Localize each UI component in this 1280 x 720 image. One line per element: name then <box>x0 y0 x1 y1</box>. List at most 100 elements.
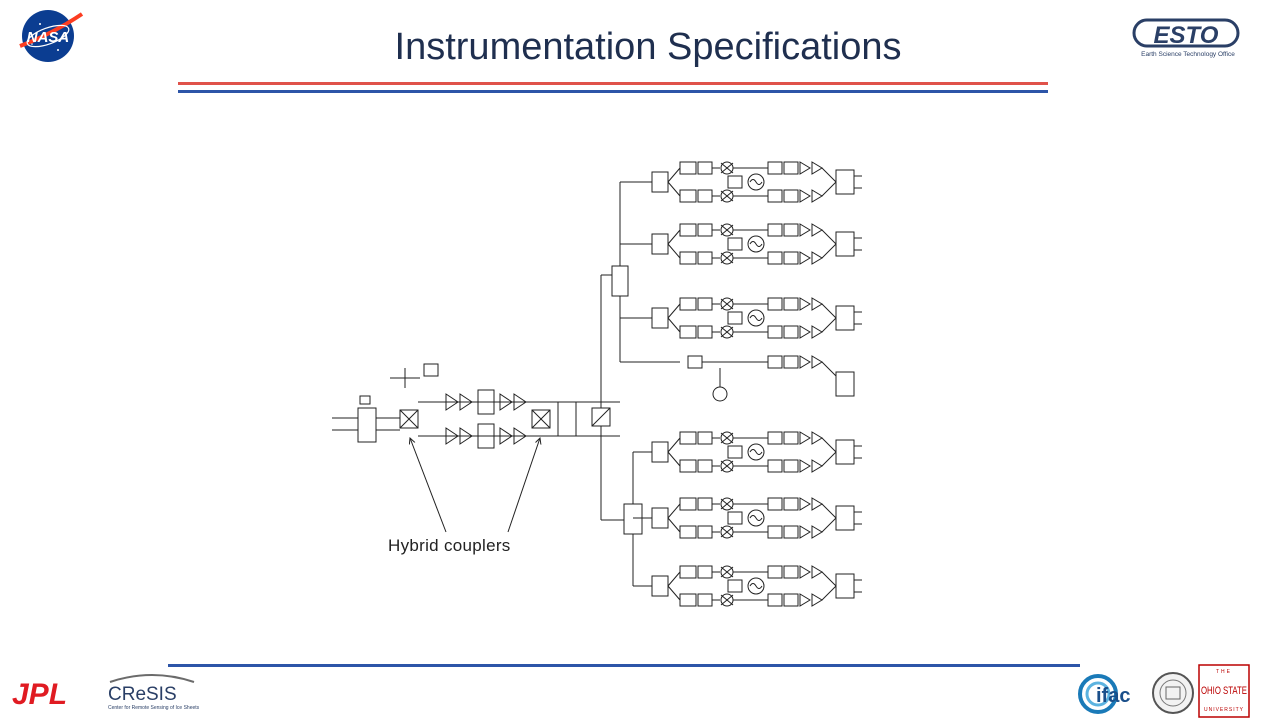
filter-block <box>679 297 697 311</box>
filter-block <box>783 497 799 511</box>
amplifier <box>811 325 823 339</box>
filter-block <box>767 565 783 579</box>
amplifier <box>799 525 811 539</box>
filter-block <box>767 297 783 311</box>
arrow-left <box>410 438 447 533</box>
footer-rule <box>168 664 1080 667</box>
filter-block <box>767 459 783 473</box>
block-diagram <box>332 161 862 607</box>
filter-block <box>679 459 697 473</box>
filter-block <box>783 325 799 339</box>
filter-block <box>783 459 799 473</box>
filter-block <box>767 223 783 237</box>
amplifier <box>799 431 811 445</box>
filter-block <box>697 593 713 607</box>
filter-block <box>783 525 799 539</box>
university-seal-logo <box>1152 672 1194 714</box>
filter-block <box>697 497 713 511</box>
filter-block <box>783 431 799 445</box>
amplifier <box>799 161 811 175</box>
filter-block <box>697 189 713 203</box>
local-oscillator <box>747 309 765 327</box>
amplifier <box>799 593 811 607</box>
filter-block <box>679 161 697 175</box>
filter-block <box>697 161 713 175</box>
adc-block <box>835 439 855 465</box>
filter-block <box>783 251 799 265</box>
filter-block <box>783 565 799 579</box>
filter-block <box>767 497 783 511</box>
amplifier <box>799 325 811 339</box>
amplifier <box>799 459 811 473</box>
filter-block <box>767 593 783 607</box>
local-oscillator <box>747 443 765 461</box>
adc-block <box>835 305 855 331</box>
filter-block <box>767 161 783 175</box>
title-rule-blue <box>178 90 1048 93</box>
amplifier <box>811 223 823 237</box>
jpl-wordmark: JPL <box>12 678 67 710</box>
amplifier <box>811 459 823 473</box>
osu-wordmark: OHIO STATE <box>1201 685 1247 697</box>
filter-block <box>679 497 697 511</box>
jpl-logo: JPL <box>12 678 67 710</box>
filter-block <box>697 223 713 237</box>
amplifier <box>811 431 823 445</box>
coupler-arrows <box>400 430 550 533</box>
ifac-logo: ifac <box>1078 674 1130 714</box>
amplifier <box>799 251 811 265</box>
filter-block <box>783 223 799 237</box>
adc-block <box>835 169 855 195</box>
esto-logo: ESTO Earth Science Technology Office <box>1132 18 1240 58</box>
amplifier <box>811 593 823 607</box>
amplifier <box>811 297 823 311</box>
filter-block <box>767 325 783 339</box>
local-oscillator <box>747 235 765 253</box>
adc-block <box>835 573 855 599</box>
amplifier <box>799 297 811 311</box>
amplifier <box>811 251 823 265</box>
channel-splitter <box>651 575 669 597</box>
arrow-right <box>507 438 540 533</box>
channel-splitter <box>651 171 669 193</box>
local-oscillator <box>747 577 765 595</box>
ohio-state-logo: THE OHIO STATE UNIVERSITY <box>1198 664 1250 718</box>
amplifier <box>811 189 823 203</box>
amplifier <box>799 223 811 237</box>
hybrid-couplers-caption: Hybrid couplers <box>388 536 511 555</box>
filter-block <box>679 325 697 339</box>
channel-splitter <box>651 507 669 529</box>
amplifier <box>811 497 823 511</box>
filter-block <box>697 459 713 473</box>
osu-bottom: UNIVERSITY <box>1204 707 1244 713</box>
filter-block <box>679 593 697 607</box>
filter-block <box>767 189 783 203</box>
filter-block <box>783 189 799 203</box>
amplifier <box>811 161 823 175</box>
filter-block <box>679 565 697 579</box>
channel-splitter <box>651 233 669 255</box>
nasa-logo: NASA <box>19 10 84 62</box>
filter-block <box>697 431 713 445</box>
filter-block <box>697 325 713 339</box>
cresis-subtitle: Center for Remote Sensing of Ice Sheets <box>108 705 200 711</box>
ifac-wordmark: ifac <box>1096 685 1130 707</box>
esto-subtitle: Earth Science Technology Office <box>1141 51 1235 58</box>
local-oscillator <box>747 509 765 527</box>
filter-block <box>783 593 799 607</box>
filter-block <box>697 565 713 579</box>
title-rule-red <box>178 82 1048 85</box>
esto-wordmark: ESTO <box>1154 22 1219 49</box>
adc-block <box>835 505 855 531</box>
page-title: Instrumentation Specifications <box>394 26 902 68</box>
channel-splitter <box>651 441 669 463</box>
filter-block <box>783 297 799 311</box>
adc-block <box>835 231 855 257</box>
filter-block <box>697 525 713 539</box>
filter-block <box>679 525 697 539</box>
local-oscillator <box>747 173 765 191</box>
filter-block <box>767 431 783 445</box>
amplifier <box>799 189 811 203</box>
filter-block <box>697 297 713 311</box>
osu-top: THE <box>1216 669 1232 675</box>
